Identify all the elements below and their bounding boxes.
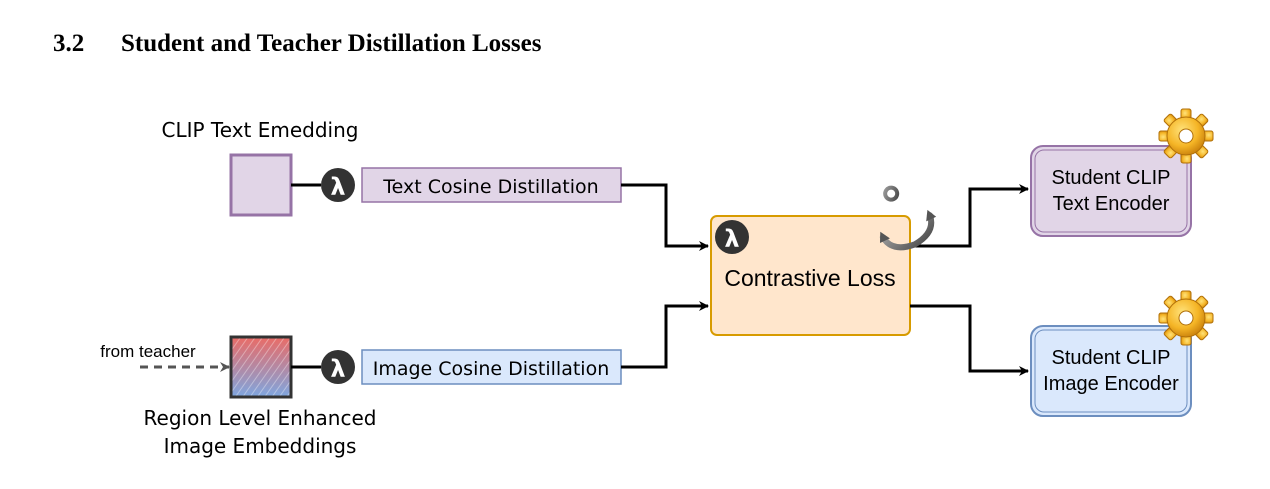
student-text-encoder-line2: Text Encoder [1053,193,1170,215]
text-embedding-label: CLIP Text Emedding [162,118,359,142]
loss-to-text-encoder-arrow [910,184,1029,248]
text-to-loss-arrow [621,183,709,251]
from-teacher-label: from teacher [100,342,196,361]
gear-icon [1158,108,1214,164]
section-number: 3.2 [53,30,85,57]
section-title: Student and Teacher Distillation Losses [121,30,542,57]
svg-text:λ: λ [724,225,739,253]
student-text-encoder-box [1030,145,1192,237]
lambda-icon: λ [715,220,749,254]
student-image-encoder-line1: Student CLIP [1052,347,1171,369]
lambda-icon: λ [321,350,355,384]
image-embedding-label-line1: Region Level Enhanced [144,406,377,430]
anchor-icon [879,185,937,251]
lambda-icon: λ [321,168,355,202]
gear-icon [1158,290,1214,346]
student-text-encoder-line1: Student CLIP [1052,167,1171,189]
svg-text:λ: λ [330,173,345,201]
contrastive-loss-box [710,215,911,336]
loss-to-image-encoder-arrow [910,304,1029,376]
region-embedding-square [229,335,293,399]
student-image-encoder-line2: Image Encoder [1043,373,1179,395]
text-cosine-label: Text Cosine Distillation [382,176,598,198]
contrastive-loss-label: Contrastive Loss [724,265,895,291]
image-to-loss-arrow [621,301,709,369]
text-embedding-square [229,153,293,217]
student-image-encoder-box [1030,325,1192,417]
image-cosine-label: Image Cosine Distillation [373,358,610,380]
section-heading: 3.2 Student and Teacher Distillation Loss… [53,30,541,58]
svg-text:λ: λ [330,355,345,383]
image-embedding-label-line2: Image Embeddings [164,434,357,458]
